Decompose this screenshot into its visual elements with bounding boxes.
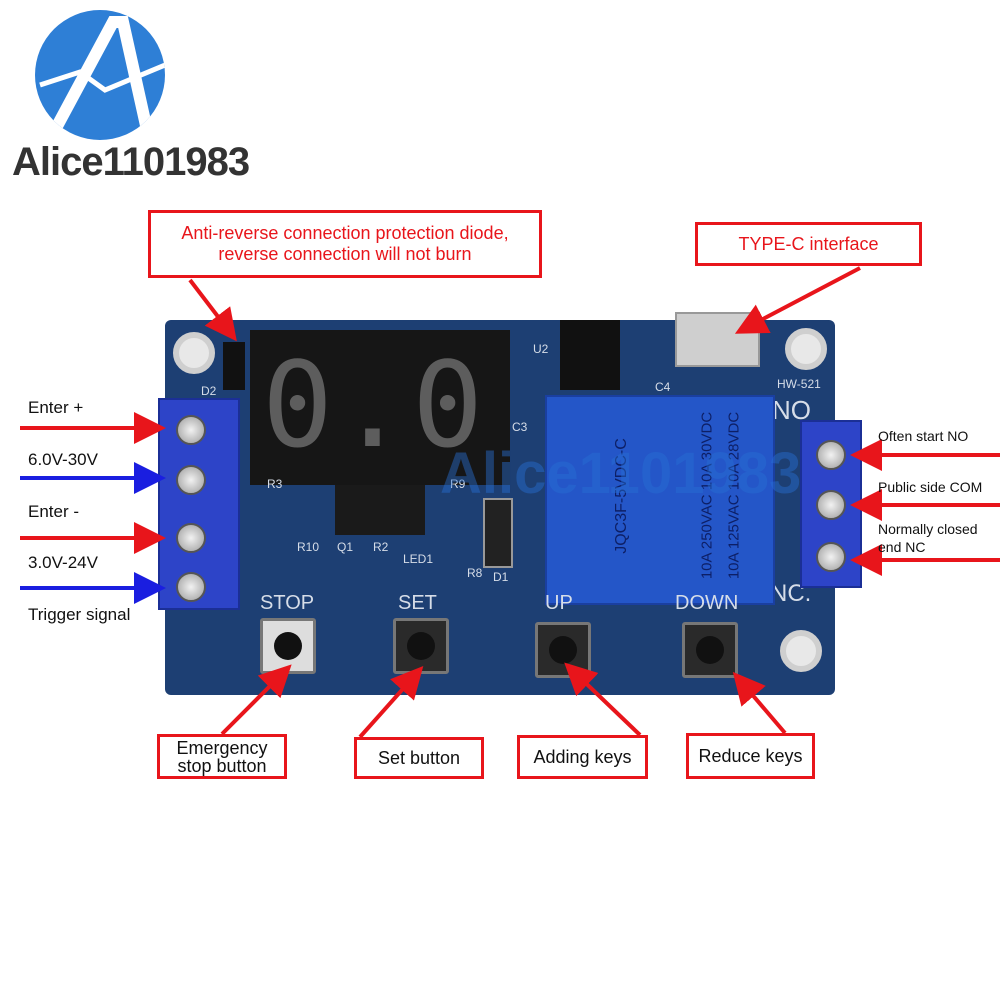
mounting-hole [780, 630, 822, 672]
watermark: Alice1101983 [440, 441, 802, 506]
label-stop: STOP [260, 592, 315, 614]
label-set-button: Set button [354, 737, 484, 779]
diode-d2 [223, 342, 245, 390]
label-reduce-text: Reduce keys [698, 746, 803, 766]
label-set-text: Set button [377, 748, 461, 768]
arrow-set [358, 666, 424, 739]
screw-terminal[interactable] [176, 465, 206, 495]
display-digits: 0.0.0 [262, 336, 510, 474]
logo-a-icon [39, 16, 165, 133]
label-c3: C3 [512, 420, 528, 434]
ic-chip [335, 485, 425, 535]
screw-terminal[interactable] [176, 523, 206, 553]
label-public-com: Public side COM [878, 479, 983, 495]
label-enter-plus: Enter + [28, 398, 84, 417]
screw-terminal-nc[interactable] [816, 542, 846, 572]
label-adding-text: Adding keys [533, 747, 632, 767]
mounting-hole [785, 328, 827, 370]
label-set: SET [398, 592, 437, 614]
relay: JQC3F-5VDC-C 10A 250VAC 10A 30VDC 10A 12… [545, 395, 775, 605]
up-button[interactable] [535, 622, 591, 678]
arrow-up [564, 662, 642, 737]
label-d1: D1 [493, 570, 509, 584]
arrow-down [732, 671, 787, 735]
label-often-start-no: Often start NO [878, 428, 969, 444]
label-end-nc: end NC [878, 539, 926, 555]
regulator-u2 [560, 320, 620, 390]
logo-text: Alice1101983 [12, 140, 250, 184]
label-down: DOWN [675, 592, 739, 614]
label-r2: R2 [373, 540, 389, 554]
arrow-typec [734, 266, 861, 334]
callout-typec-text: TYPE-C interface [738, 233, 879, 254]
board-model: HW-521 [777, 377, 821, 391]
label-r3: R3 [267, 477, 283, 491]
label-normally-closed: Normally closed [878, 521, 978, 537]
label-d2: D2 [201, 384, 217, 398]
label-c4: C4 [655, 380, 671, 394]
label-emergency-line1: Emergency [176, 737, 268, 758]
label-6-30v: 6.0V-30V [28, 450, 98, 469]
screw-terminal[interactable] [176, 415, 206, 445]
arrow-diode [188, 278, 237, 342]
label-led1: LED1 [403, 552, 434, 566]
label-q1: Q1 [337, 540, 354, 554]
label-r10: R10 [297, 540, 320, 554]
input-terminal-block [158, 398, 240, 610]
callout-diode-line1: Anti-reverse connection protection diode… [181, 223, 509, 243]
callout-diode-line2: reverse connection will not burn [218, 244, 472, 264]
down-button[interactable] [682, 622, 738, 678]
screw-terminal-no[interactable] [816, 440, 846, 470]
label-reduce-keys: Reduce keys [686, 733, 815, 779]
callout-typec: TYPE-C interface [695, 222, 922, 266]
arrow-stop [220, 664, 292, 736]
label-trigger-signal: Trigger signal [28, 605, 131, 624]
label-adding-keys: Adding keys [517, 735, 648, 779]
label-u2: U2 [533, 342, 549, 356]
label-3-24v: 3.0V-24V [28, 553, 98, 572]
label-r9: R9 [450, 477, 466, 491]
label-emergency-stop: Emergency stop button [157, 734, 287, 779]
diode-d1 [483, 498, 513, 568]
seven-segment-display: 0.0.0 [250, 330, 510, 485]
screw-terminal-com[interactable] [816, 490, 846, 520]
logo [35, 10, 165, 140]
screw-terminal[interactable] [176, 572, 206, 602]
label-up: UP [545, 592, 573, 614]
label-emergency-line2: stop button [177, 755, 267, 776]
label-enter-minus: Enter - [28, 502, 80, 521]
label-r8: R8 [467, 566, 483, 580]
callout-diode: Anti-reverse connection protection diode… [148, 210, 542, 278]
